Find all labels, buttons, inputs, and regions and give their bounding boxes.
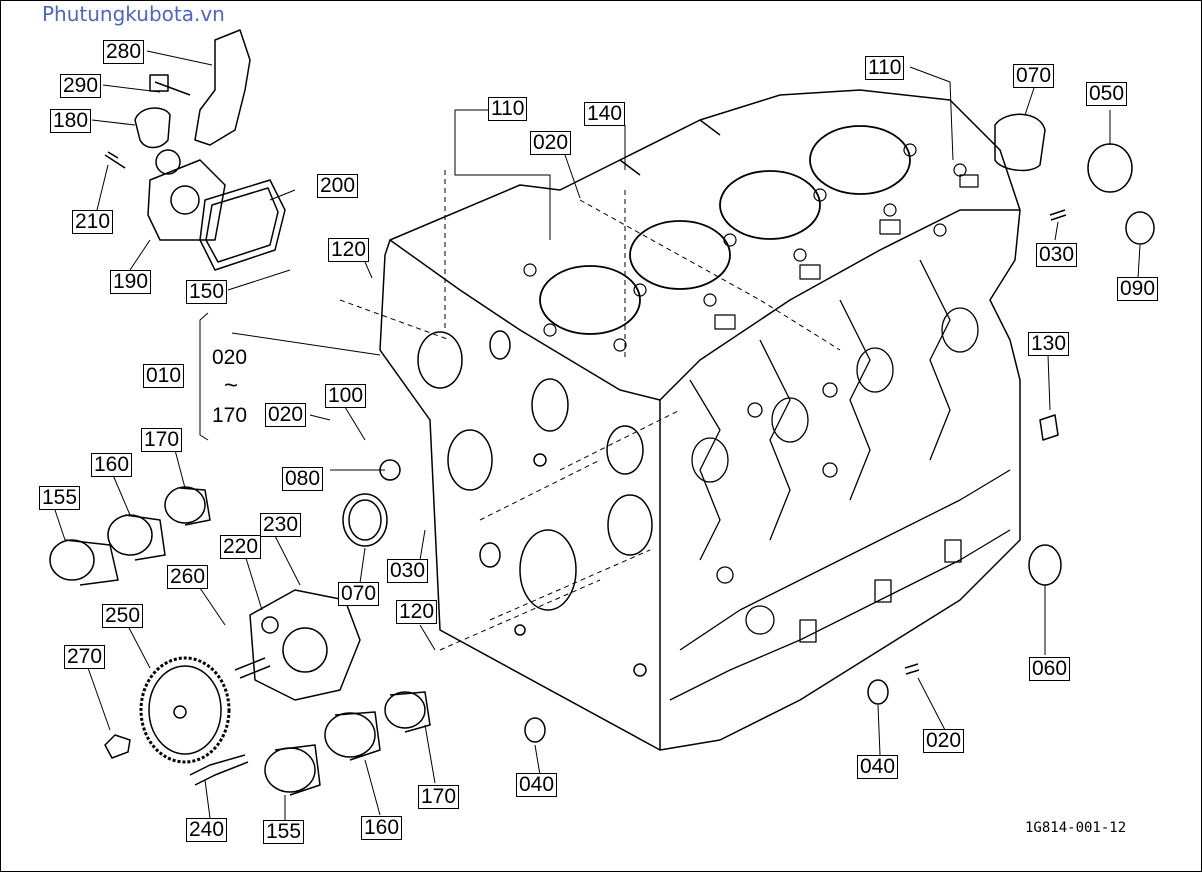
callout-070-top[interactable]: 070 [1013,64,1055,88]
cylinder-bores [539,125,911,335]
hidden-lines [339,170,841,651]
callout-040-left[interactable]: 040 [516,773,558,797]
callout-060[interactable]: 060 [1029,657,1071,681]
callout-090[interactable]: 090 [1117,277,1159,301]
callout-080[interactable]: 080 [282,467,324,491]
callout-210[interactable]: 210 [72,210,114,234]
callout-220[interactable]: 220 [220,535,262,559]
callout-040-right[interactable]: 040 [857,755,899,779]
callout-280[interactable]: 280 [103,40,145,64]
callout-200[interactable]: 200 [317,174,359,198]
leader-lines [54,50,1141,820]
oil-pump [234,589,361,701]
callout-140[interactable]: 140 [584,102,626,126]
range-to-label: 170 [212,404,248,427]
range-tilde: ~ [224,372,239,399]
callout-155-bottom[interactable]: 155 [263,820,305,844]
callout-170-top[interactable]: 170 [141,428,183,452]
callout-160-bottom[interactable]: 160 [361,816,403,840]
callout-110-right[interactable]: 110 [865,56,905,80]
callout-150[interactable]: 150 [186,280,228,304]
callout-020-bottom[interactable]: 020 [923,729,965,753]
callout-110-left[interactable]: 110 [488,97,528,121]
deck-holes [523,143,979,352]
callout-070-mid[interactable]: 070 [338,582,380,606]
callout-250[interactable]: 250 [102,604,144,628]
callout-130[interactable]: 130 [1028,332,1070,356]
block-side-ribs [669,259,1011,701]
callout-010[interactable]: 010 [143,364,185,388]
callout-290[interactable]: 290 [60,74,102,98]
callout-050[interactable]: 050 [1086,82,1128,106]
right-side-parts [524,113,1155,743]
callout-030-right[interactable]: 030 [1036,243,1078,267]
callout-020-top[interactable]: 020 [530,131,572,155]
front-face-holes [417,330,653,677]
callout-160-top[interactable]: 160 [91,453,133,477]
callout-030-mid[interactable]: 030 [387,559,429,583]
callout-180[interactable]: 180 [50,109,92,133]
callout-100[interactable]: 100 [325,384,367,408]
callout-270[interactable]: 270 [64,645,106,669]
bearing-bushings-bottom [264,459,431,796]
callout-240[interactable]: 240 [186,818,228,842]
water-flange-group [104,29,286,271]
callout-190[interactable]: 190 [110,270,152,294]
watermark-text: Phutungkubota.vn [42,2,225,26]
range-from-label: 020 [212,346,248,369]
idle-gear [104,656,249,786]
callout-170-bottom[interactable]: 170 [418,785,460,809]
callout-260[interactable]: 260 [167,565,209,589]
callout-230[interactable]: 230 [260,513,302,537]
callout-020-mid[interactable]: 020 [265,403,307,427]
callout-120-mid[interactable]: 120 [396,600,438,624]
drawing-code: 1G814-001-12 [1025,820,1127,836]
callout-155-top[interactable]: 155 [39,486,81,510]
cylinder-block [379,89,1021,751]
callout-120-top[interactable]: 120 [328,238,370,262]
